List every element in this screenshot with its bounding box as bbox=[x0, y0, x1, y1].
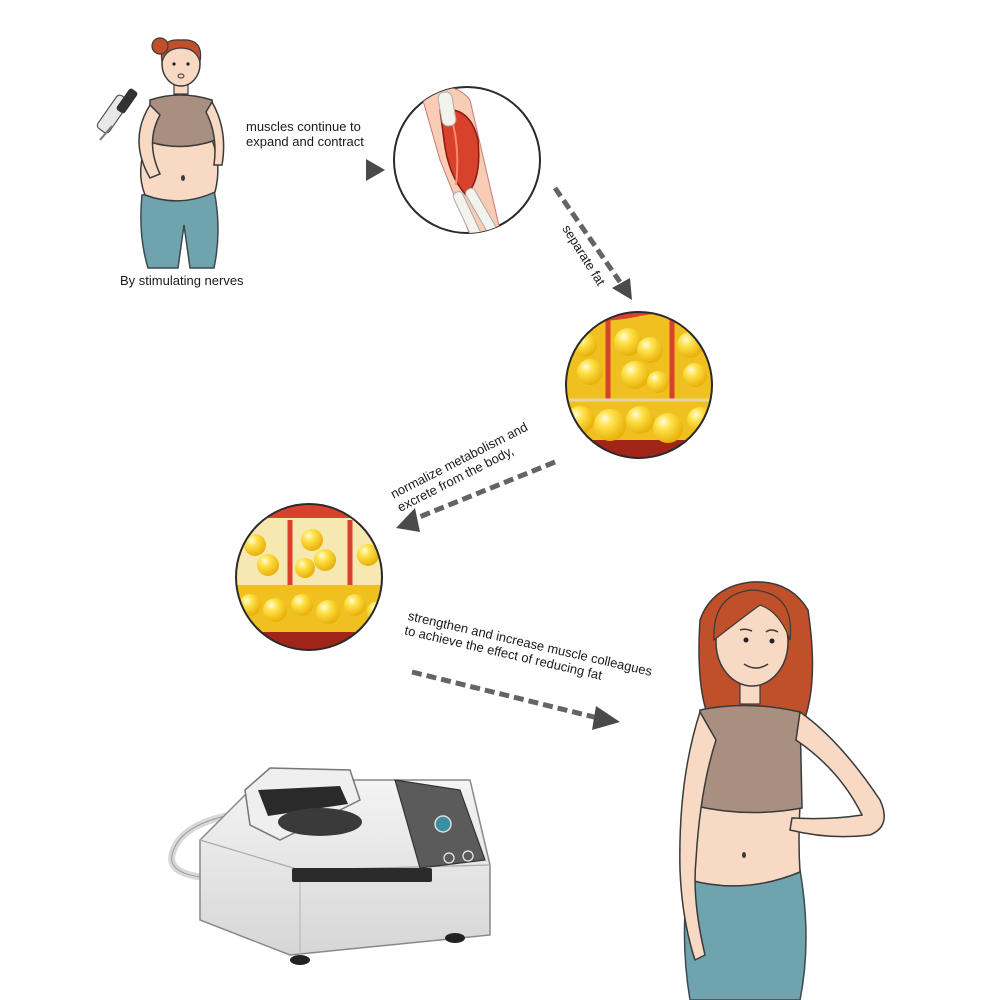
step1-text: By stimulating nerves bbox=[120, 273, 244, 288]
step1-label: By stimulating nerves bbox=[120, 273, 244, 288]
step2-text-line2: expand and contract bbox=[246, 134, 364, 149]
arrow-icon bbox=[396, 459, 556, 532]
fat-cells-icon bbox=[565, 311, 713, 459]
arrow-icon bbox=[232, 159, 385, 181]
step2-text-line1: muscles continue to bbox=[246, 119, 361, 134]
ems-machine-icon bbox=[168, 767, 491, 965]
fat-reduced-icon bbox=[235, 503, 383, 651]
woman-before-icon bbox=[96, 37, 225, 269]
woman-after-icon bbox=[679, 581, 885, 1000]
arrow-icon bbox=[411, 669, 620, 730]
arrow-icon bbox=[552, 186, 632, 300]
step2-label: muscles continue to expand and contract bbox=[246, 119, 364, 149]
muscle-icon bbox=[393, 86, 541, 234]
